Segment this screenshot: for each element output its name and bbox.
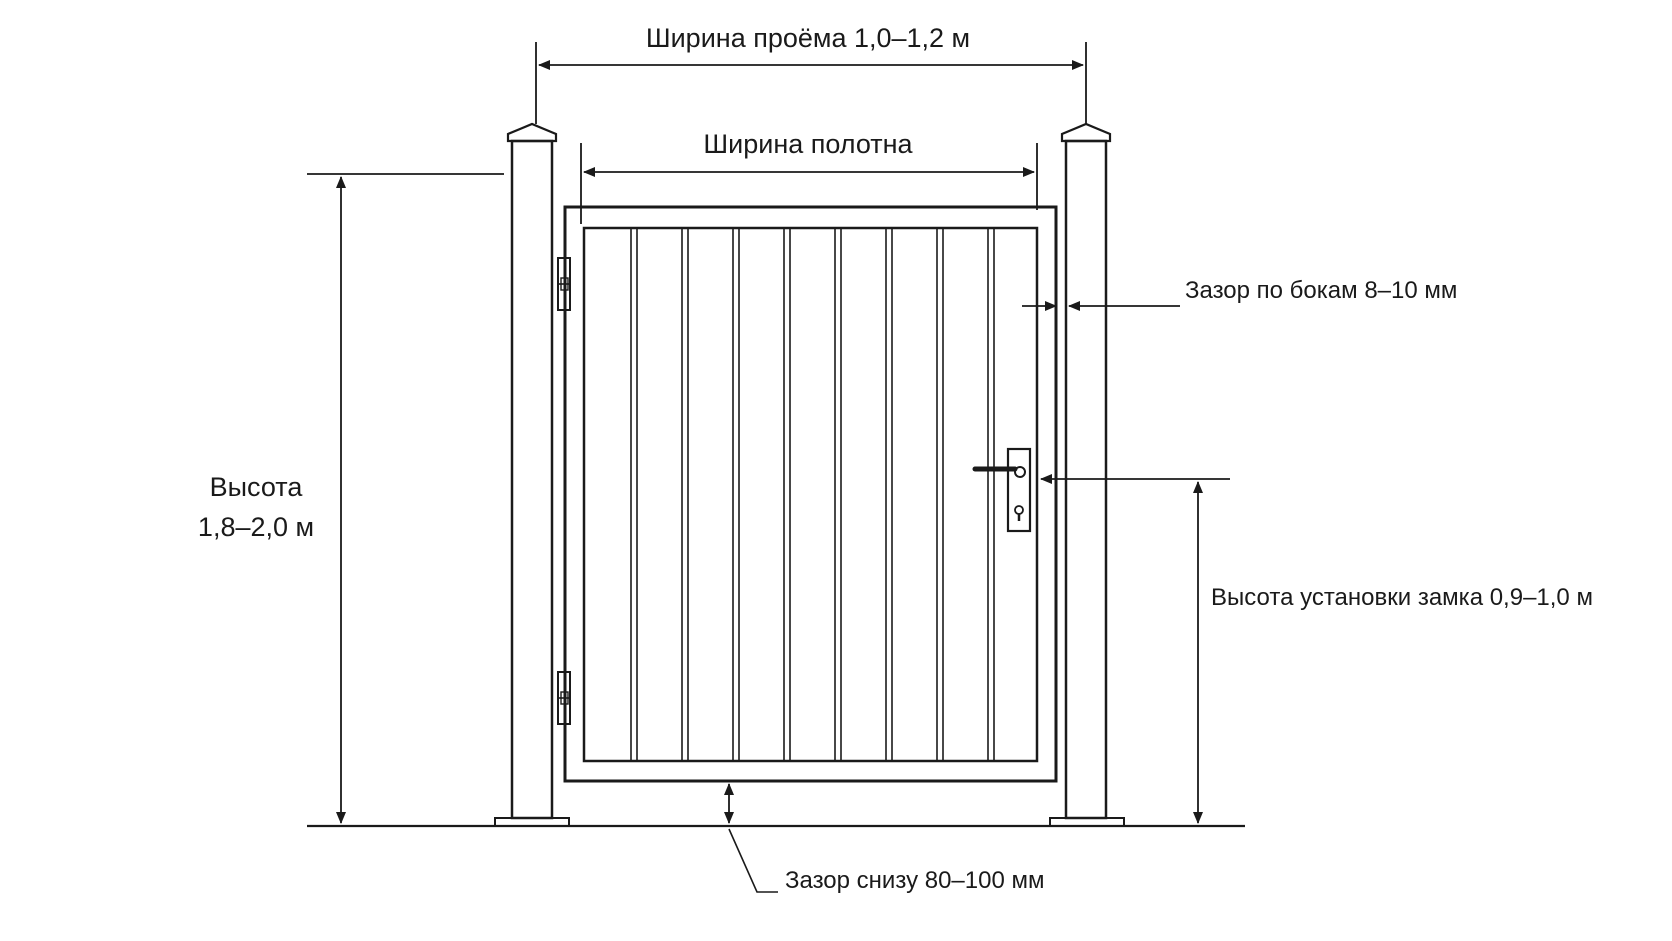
opening-width-dimension	[535, 42, 1087, 124]
gate-slats	[630, 228, 995, 761]
door-handle-lock	[972, 447, 1032, 533]
height-label-line2: 1,8–2,0 м	[198, 512, 314, 542]
left-post	[494, 122, 570, 827]
hinge-bottom	[557, 671, 571, 725]
bottom-gap-label: Зазор снизу 80–100 мм	[785, 867, 1045, 894]
hinge-top	[557, 257, 571, 311]
bottom-gap-dimension	[724, 783, 778, 893]
gate-leaf	[563, 205, 1058, 783]
opening-width-label: Ширина проёма 1,0–1,2 м	[646, 23, 970, 53]
side-gap-label: Зазор по бокам 8–10 мм	[1185, 277, 1457, 304]
lock-height-dimension	[1040, 474, 1230, 824]
leaf-width-dimension	[580, 143, 1038, 224]
height-label-line1: Высота	[210, 472, 304, 502]
lock-height-label: Высота установки замка 0,9–1,0 м	[1211, 584, 1593, 611]
height-dimension	[307, 173, 504, 824]
right-post	[1049, 122, 1125, 827]
leaf-width-label: Ширина полотна	[703, 129, 913, 159]
